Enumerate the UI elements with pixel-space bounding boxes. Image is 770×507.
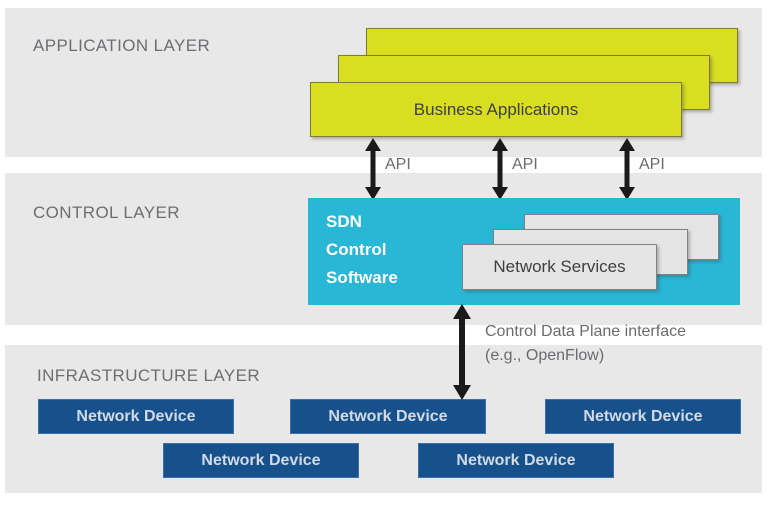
sdn-control-software-label: SDN Control Software bbox=[326, 208, 398, 292]
api-label: API bbox=[385, 156, 411, 173]
infrastructure-layer-label: INFRASTRUCTURE LAYER bbox=[37, 366, 261, 385]
cdpi-label-line1: Control Data Plane interface bbox=[485, 323, 686, 340]
network-device-box: Network Device bbox=[38, 399, 234, 434]
network-device-box: Network Device bbox=[163, 443, 359, 478]
cdpi-label-line2: (e.g., OpenFlow) bbox=[485, 347, 605, 364]
network-device-label: Network Device bbox=[456, 451, 576, 469]
api-arrow bbox=[492, 138, 508, 200]
network-services-box: Network Services bbox=[462, 244, 657, 290]
control-layer-label: CONTROL LAYER bbox=[33, 203, 180, 222]
application-layer-label: APPLICATION LAYER bbox=[33, 36, 211, 55]
network-device-label: Network Device bbox=[201, 451, 321, 469]
control-data-plane-label: Control Data Plane interface (e.g., Open… bbox=[485, 320, 686, 368]
network-device-label: Network Device bbox=[328, 407, 448, 425]
sdn-label-line: SDN bbox=[326, 212, 362, 231]
api-arrow bbox=[619, 138, 635, 200]
sdn-label-line: Control bbox=[326, 240, 387, 259]
sdn-label-line: Software bbox=[326, 268, 398, 287]
business-applications-label: Business Applications bbox=[413, 99, 579, 119]
network-device-box: Network Device bbox=[290, 399, 486, 434]
api-label: API bbox=[512, 156, 538, 173]
network-device-box: Network Device bbox=[418, 443, 614, 478]
network-services-label: Network Services bbox=[493, 257, 626, 276]
control-data-plane-arrow bbox=[453, 304, 471, 400]
network-device-box: Network Device bbox=[545, 399, 741, 434]
network-device-label: Network Device bbox=[583, 407, 703, 425]
business-applications-box: Business Applications bbox=[310, 82, 682, 137]
api-arrow bbox=[365, 138, 381, 200]
api-label: API bbox=[639, 156, 665, 173]
network-device-label: Network Device bbox=[76, 407, 196, 425]
